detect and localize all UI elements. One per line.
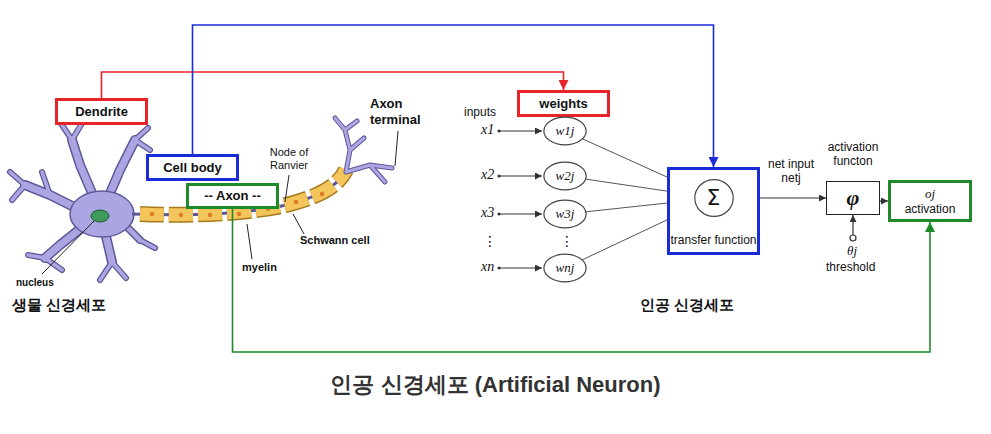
input-symbol: x1 bbox=[481, 122, 494, 139]
input-dot bbox=[497, 212, 500, 215]
dendrite bbox=[72, 140, 95, 200]
section-label: 생물 신경세포 bbox=[12, 296, 106, 314]
weight-circle: w3j bbox=[543, 199, 587, 229]
terminal-branch bbox=[335, 118, 392, 182]
ellipsis: ⋮ bbox=[560, 233, 574, 250]
leader-line bbox=[395, 131, 398, 166]
part-label: Schwann cell bbox=[300, 234, 370, 247]
weight-circle: w2j bbox=[543, 161, 587, 191]
input-dot bbox=[497, 174, 500, 177]
schwann-nucleus bbox=[294, 200, 298, 204]
activation-function-box: φ bbox=[826, 181, 880, 214]
axon-label-box: -- Axon -- bbox=[186, 183, 279, 209]
weights-label-box: weights bbox=[517, 90, 610, 117]
output-symbol: oj bbox=[925, 186, 935, 202]
circle-shape bbox=[694, 180, 732, 217]
dendrite bbox=[108, 140, 135, 198]
node-text: w1j bbox=[556, 123, 575, 139]
input-wire bbox=[499, 214, 542, 215]
weight-circle: w1j bbox=[543, 116, 587, 146]
node-text: Σ bbox=[707, 185, 721, 211]
cell-body-shape bbox=[70, 191, 134, 237]
dendrite bbox=[72, 140, 95, 200]
mapping-arrow bbox=[233, 209, 931, 352]
input-wire bbox=[499, 268, 542, 269]
part-label: Node of Ranvier bbox=[258, 146, 320, 172]
schwann-nucleus bbox=[237, 212, 241, 216]
node-text: φ bbox=[847, 185, 860, 211]
edge-label: net input netj bbox=[762, 157, 820, 186]
circle-shape bbox=[544, 200, 586, 228]
leader-lines bbox=[42, 131, 398, 274]
output-line bbox=[880, 200, 888, 201]
ellipsis: ⋮ bbox=[483, 233, 497, 250]
node-text: transfer function bbox=[670, 233, 756, 247]
leader-line bbox=[285, 175, 289, 202]
schwann-nucleus bbox=[150, 212, 154, 216]
circle-shape bbox=[544, 117, 586, 145]
threshold-wire bbox=[852, 215, 853, 235]
node-text: w3j bbox=[556, 206, 575, 222]
input-wire bbox=[499, 131, 542, 132]
output-label: activation bbox=[905, 202, 956, 216]
mapping-arrow bbox=[102, 72, 564, 98]
input-dot bbox=[497, 266, 500, 269]
dendrite bbox=[108, 140, 135, 198]
schwann-nucleus bbox=[208, 213, 212, 217]
nucleus-shape bbox=[91, 210, 109, 222]
schwann-nucleus bbox=[320, 192, 324, 196]
node-text: wnj bbox=[556, 260, 575, 276]
dendrite-branch bbox=[10, 120, 155, 280]
transfer-function-box: transfer function Σ bbox=[667, 167, 760, 255]
input-dot bbox=[497, 129, 500, 132]
input-dots bbox=[497, 129, 500, 269]
threshold-symbol: θj bbox=[847, 243, 857, 259]
schwann-nucleus bbox=[179, 213, 183, 217]
cell-body-label-box: Cell body bbox=[146, 154, 239, 181]
input-symbol: x3 bbox=[481, 205, 494, 222]
node-text: Cell body bbox=[163, 160, 222, 176]
input-wires bbox=[499, 131, 542, 268]
part-label: Axon terminal bbox=[370, 96, 440, 127]
sum-circle: Σ bbox=[694, 178, 734, 218]
part-label: myelin bbox=[242, 261, 277, 274]
threshold-dot bbox=[850, 235, 856, 241]
input-symbol: x2 bbox=[481, 167, 494, 184]
dendrite-outline bbox=[10, 120, 155, 280]
leader-line bbox=[293, 214, 304, 234]
threshold-label: threshold bbox=[826, 260, 875, 274]
activation-output-box: ojactivation bbox=[888, 180, 972, 222]
node-text: -- Axon -- bbox=[204, 188, 261, 204]
caption: 인공 신경세포 (Artificial Neuron) bbox=[0, 372, 991, 398]
leader-line bbox=[247, 224, 252, 259]
circle-shape bbox=[544, 254, 586, 282]
inputs-label: inputs bbox=[464, 105, 496, 119]
part-label: nucleus bbox=[16, 277, 54, 289]
terminal-branch bbox=[335, 118, 392, 182]
node-text: Dendrite bbox=[75, 104, 128, 120]
node-text: w2j bbox=[556, 168, 575, 184]
input-wire bbox=[499, 176, 542, 177]
input-symbol: xn bbox=[481, 259, 494, 276]
axon-terminal-shape bbox=[335, 118, 392, 182]
weight-circle: wnj bbox=[543, 253, 587, 283]
dendrite-branch bbox=[10, 120, 155, 280]
mapping-arrow bbox=[193, 25, 714, 167]
activation-function-label: activation functon bbox=[812, 140, 894, 169]
net-input-line bbox=[760, 197, 826, 198]
leader-line bbox=[42, 221, 94, 274]
dendrite-fill bbox=[10, 120, 155, 280]
dendrite-label-box: Dendrite bbox=[55, 98, 148, 125]
circle-shape bbox=[544, 162, 586, 190]
section-label: 인공 신경세포 bbox=[640, 296, 734, 314]
node-text: weights bbox=[539, 96, 587, 112]
